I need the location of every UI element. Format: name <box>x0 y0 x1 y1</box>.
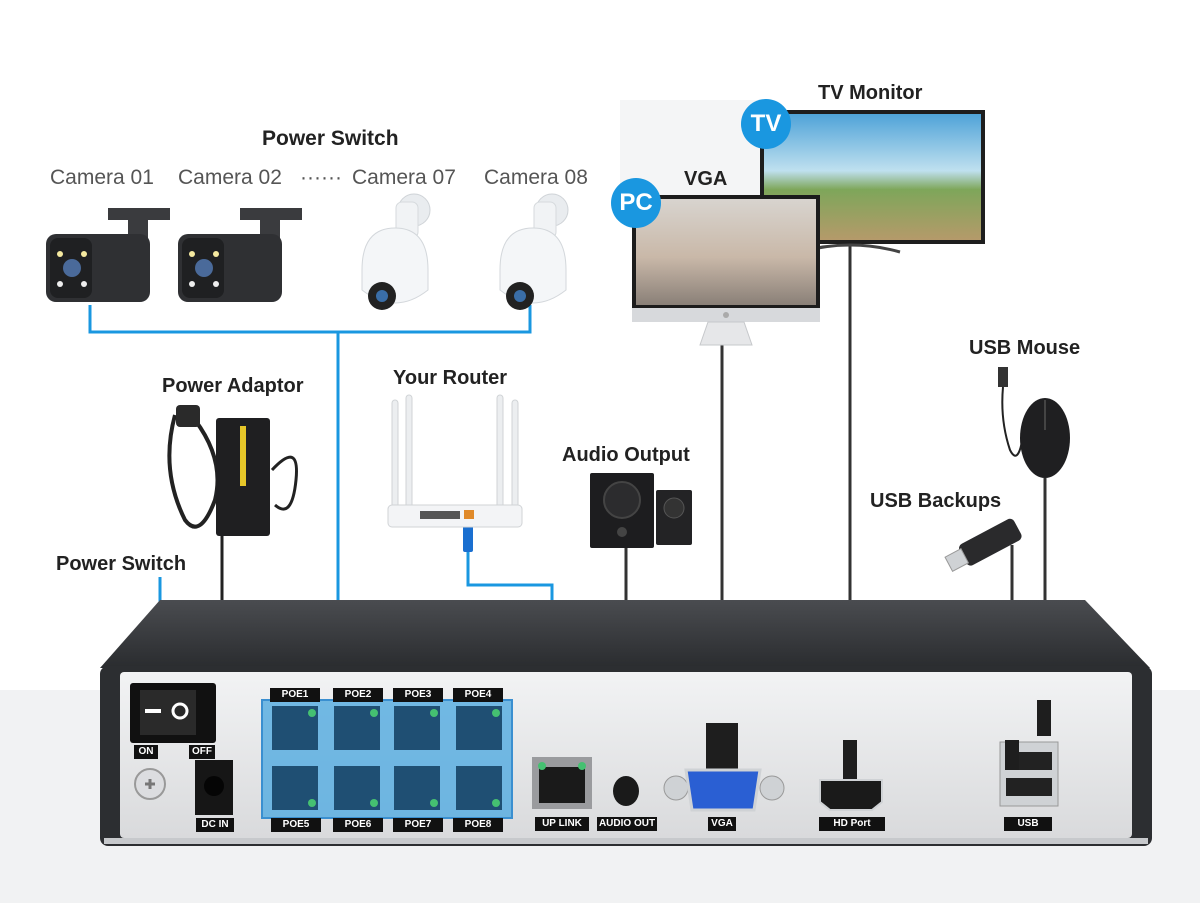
poe-socket-4 <box>456 706 502 750</box>
poe-socket-3 <box>394 706 440 750</box>
ground-screw <box>134 768 166 800</box>
vga-label: VGA <box>684 168 728 190</box>
audio-out-jack <box>613 776 639 806</box>
poe4-label: POE4 <box>453 688 503 702</box>
camera-08-label: Camera 08 <box>484 166 588 189</box>
hdmi-port <box>819 740 883 811</box>
poe-socket-2 <box>334 706 380 750</box>
poe-port-block <box>261 699 513 819</box>
pc-badge: PC <box>611 178 661 228</box>
pc-monitor-image <box>632 195 820 346</box>
router-plug <box>463 520 473 552</box>
power-rocker-switch <box>130 683 216 743</box>
audio-output-label: Audio Output <box>562 444 690 466</box>
dc-in-jack <box>195 760 233 815</box>
camera-07-image <box>361 193 431 310</box>
camera-bus-cable <box>88 305 532 334</box>
camera-01-image <box>46 208 170 302</box>
cameras-power-switch-title: Power Switch <box>262 127 399 150</box>
uplink-port <box>532 757 592 809</box>
tv-monitor-label: TV Monitor <box>818 82 923 104</box>
poe6-label: POE6 <box>333 818 383 832</box>
vga-port-label: VGA <box>708 817 736 831</box>
poe8-label: POE8 <box>453 818 503 832</box>
usb-mouse-image <box>998 367 1070 478</box>
camera-08-image <box>499 193 569 310</box>
usb-port-label: USB <box>1004 817 1052 831</box>
usb-backups-label: USB Backups <box>870 490 1002 512</box>
poe7-label: POE7 <box>393 818 443 832</box>
usb-ports <box>999 700 1059 807</box>
usb-drive-image <box>944 518 1022 572</box>
audio-out-label: AUDIO OUT <box>597 817 657 831</box>
poe-socket-7 <box>394 766 440 810</box>
off-label: OFF <box>189 745 215 759</box>
power-adaptor-image <box>167 405 298 536</box>
poe1-label: POE1 <box>270 688 320 702</box>
speakers-image <box>590 473 692 548</box>
hd-port-label: HD Port <box>819 817 885 831</box>
tv-monitor-image <box>620 100 985 254</box>
vga-port <box>663 723 785 812</box>
on-label: ON <box>134 745 158 759</box>
camera-02-label: Camera 02 <box>178 166 282 189</box>
poe-socket-6 <box>334 766 380 810</box>
camera-01-label: Camera 01 <box>50 166 154 189</box>
dc-in-label: DC IN <box>196 818 234 832</box>
camera-ellipsis: ······ <box>300 166 342 189</box>
camera-07-label: Camera 07 <box>352 166 456 189</box>
power-adaptor-label: Power Adaptor <box>162 375 304 397</box>
uplink-label: UP LINK <box>535 817 589 831</box>
poe-socket-5 <box>272 766 318 810</box>
usb-mouse-label: USB Mouse <box>969 337 1081 359</box>
poe5-label: POE5 <box>271 818 321 832</box>
router-label: Your Router <box>393 367 508 389</box>
tv-badge: TV <box>741 99 791 149</box>
poe2-label: POE2 <box>333 688 383 702</box>
nvr-body <box>100 600 1152 846</box>
poe-socket-1 <box>272 706 318 750</box>
camera-02-image <box>178 208 302 302</box>
poe3-label: POE3 <box>393 688 443 702</box>
poe-socket-8 <box>456 766 502 810</box>
power-switch-label: Power Switch <box>56 553 187 575</box>
router-image <box>387 394 523 528</box>
